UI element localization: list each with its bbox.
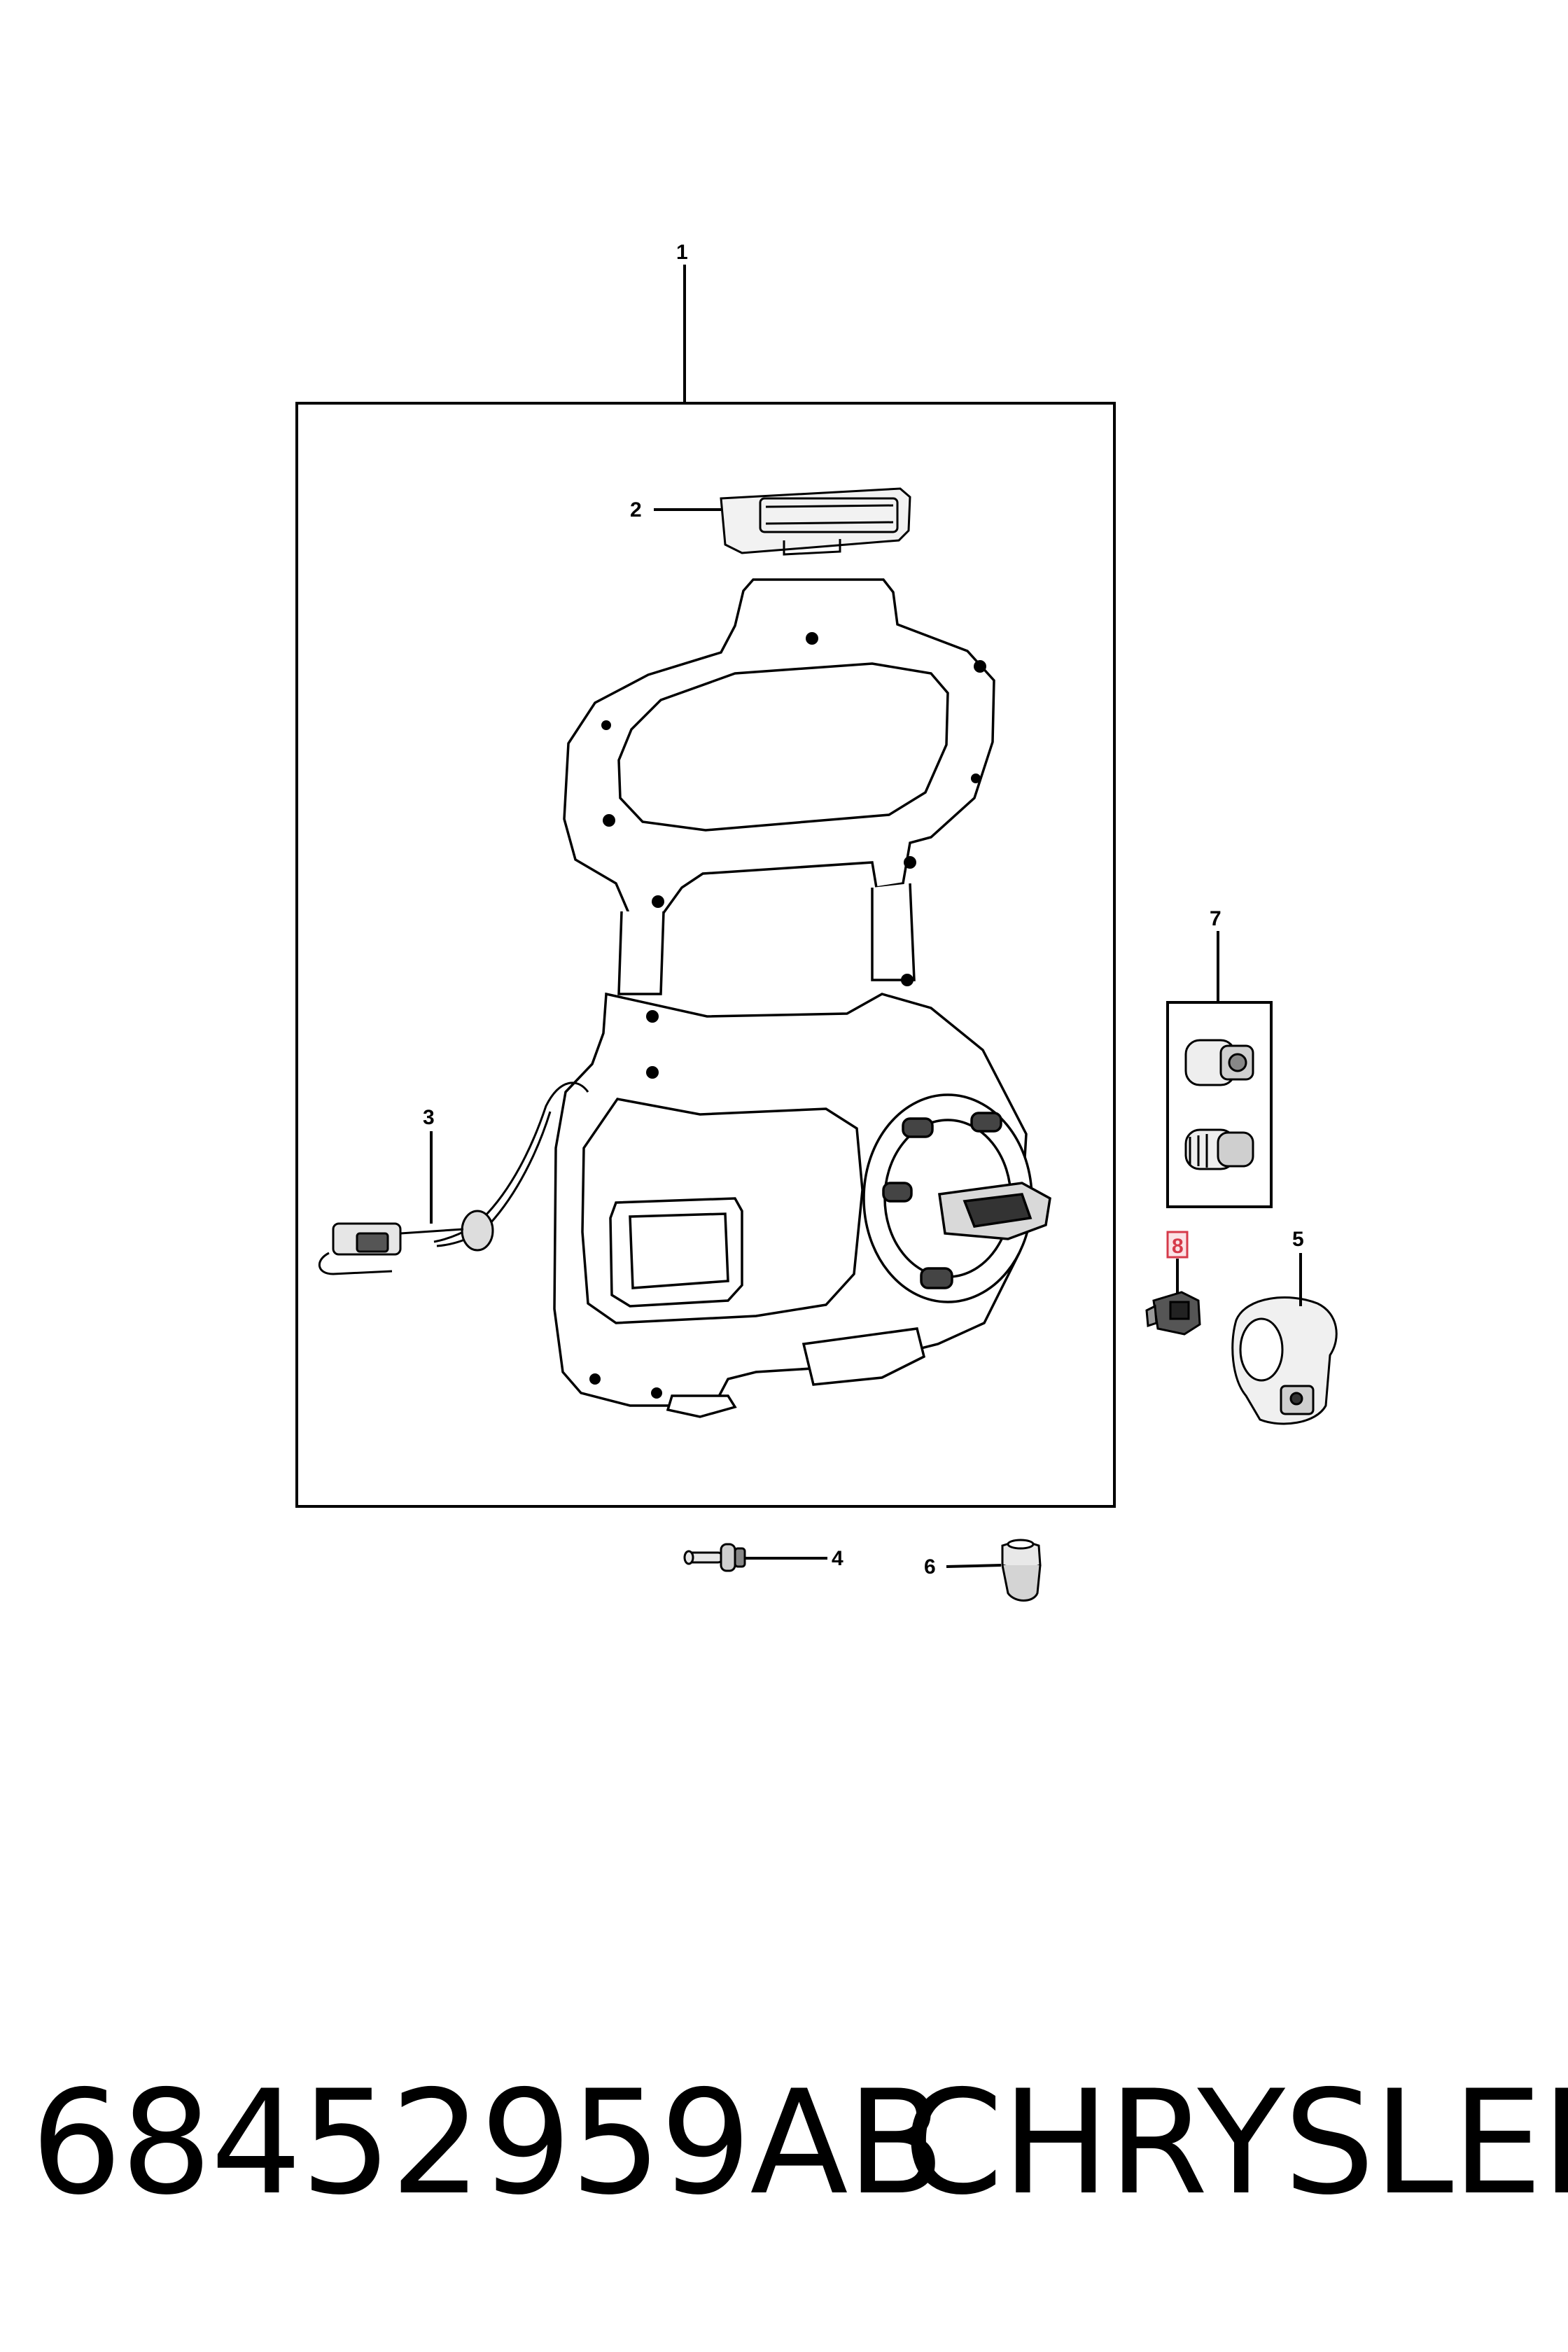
camera-sensor	[1145, 1291, 1201, 1336]
callout-3: 3	[423, 1106, 435, 1129]
callout-5: 5	[1292, 1228, 1304, 1251]
callout-8: 8	[1172, 1235, 1184, 1258]
callout-4: 4	[832, 1547, 844, 1570]
wheel-hub	[862, 1093, 1051, 1303]
lamp-module	[720, 487, 911, 556]
bolt	[683, 1543, 746, 1572]
camera-housing	[1231, 1296, 1338, 1425]
leader-6	[946, 1564, 1002, 1568]
spare-tire-carrier-frame	[553, 578, 1028, 1418]
callout-2: 2	[630, 498, 642, 522]
callout-7: 7	[1210, 907, 1222, 930]
wiring-harness	[318, 1082, 589, 1275]
lug-nut	[1001, 1539, 1042, 1602]
frame-bolt-holes	[589, 632, 986, 1399]
callout-1: 1	[676, 241, 688, 264]
assembly-box	[295, 402, 1116, 1508]
callout-6: 6	[924, 1555, 936, 1578]
part-number: 68452959AB	[31, 2060, 945, 2227]
brand-name: CHRYSLER	[903, 2060, 1568, 2227]
callout-8-highlight	[1166, 1231, 1189, 1259]
lug-nut-kit-box	[1166, 1001, 1273, 1208]
lug-nut-kit-parts	[1184, 1039, 1254, 1170]
